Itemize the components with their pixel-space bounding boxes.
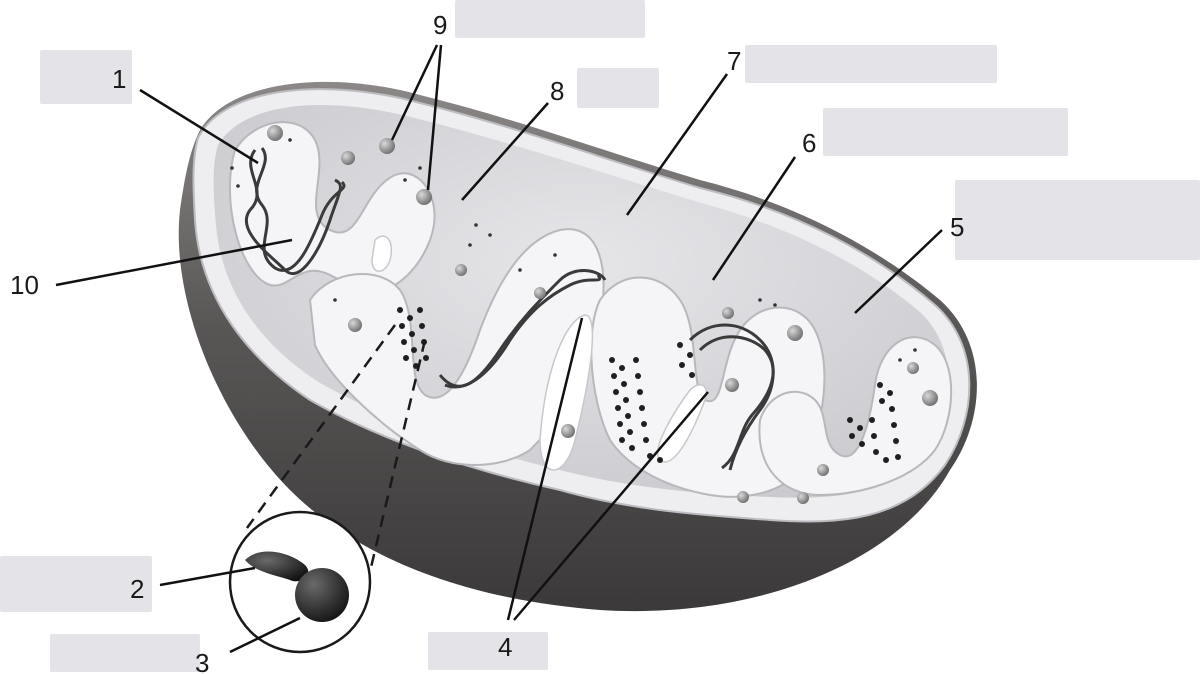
label-number-3: 3	[195, 648, 209, 674]
atp-synthase-head	[295, 568, 349, 622]
label-number-5: 5	[950, 212, 964, 242]
label-number-10: 10	[10, 270, 39, 300]
label-number-9: 9	[433, 10, 447, 40]
label-number-7: 7	[727, 46, 741, 76]
label-number-1: 1	[112, 64, 126, 94]
label-number-4: 4	[498, 632, 512, 662]
label-number-2: 2	[130, 574, 144, 604]
label-number-6: 6	[802, 128, 816, 158]
label-number-8: 8	[550, 76, 564, 106]
